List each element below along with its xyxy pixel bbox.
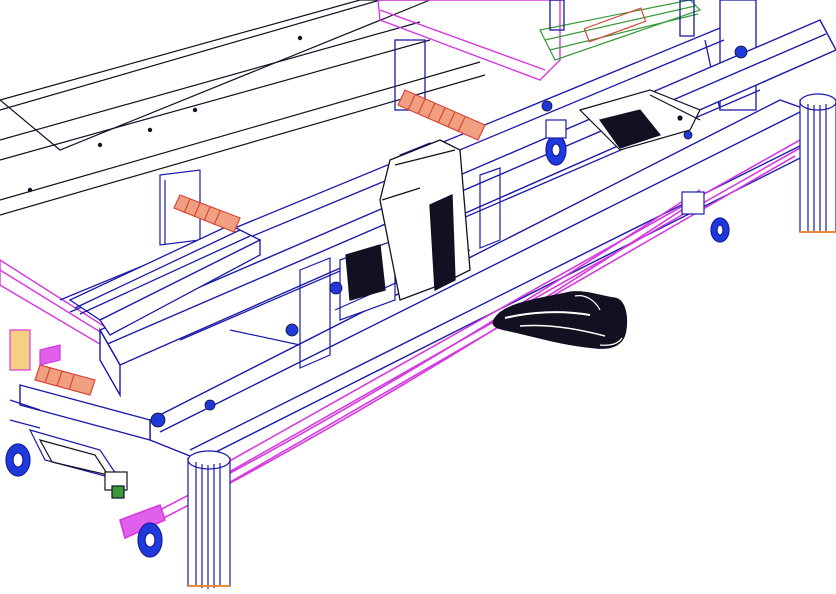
bolt [541,100,553,112]
bolt [329,281,343,295]
leg-front-left [187,450,231,589]
motor-housing [345,139,471,301]
upper-platform [0,0,486,216]
leg-rear-right [799,93,836,233]
actuator-block [578,89,701,151]
bolt [150,412,166,428]
casters [5,119,730,558]
roller-upper [397,89,486,141]
base-frame [19,99,836,471]
actuator-tube [68,224,262,336]
caster-front-left [137,522,163,558]
caster-rear-right [545,119,567,166]
roller-lower-left [34,364,96,396]
control-panel [539,0,702,61]
shoe-icon[interactable] [492,291,628,349]
bolts [150,45,748,428]
left-end-mechanism [9,329,128,499]
bolt [734,45,748,59]
legs [187,93,836,589]
bolt [285,323,299,337]
roller-shafts [34,89,486,396]
caster-front-right [681,191,730,243]
caster-rear-left [5,443,31,477]
bolt [204,399,216,411]
bolt [683,130,693,140]
roller-left [173,194,241,233]
